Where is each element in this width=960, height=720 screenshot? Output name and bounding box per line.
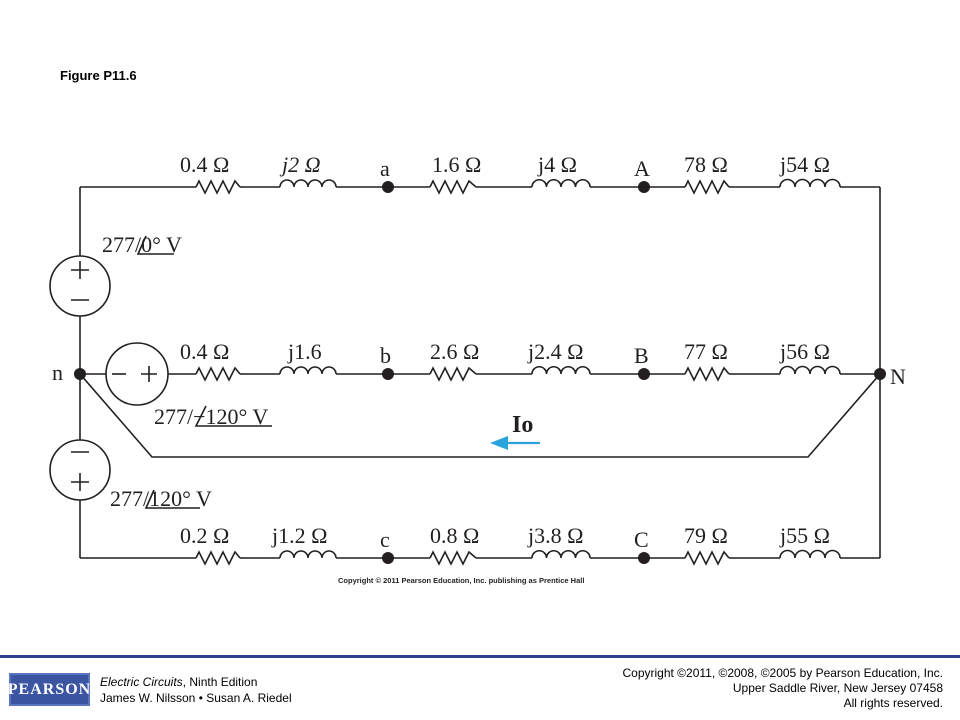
source-c-plus <box>71 473 89 491</box>
source-b-plus <box>141 366 157 382</box>
label-c-r1: 0.2 Ω <box>180 523 229 548</box>
inductor-c3 <box>779 549 841 559</box>
source-c-circle <box>49 439 111 501</box>
copyright-block: Copyright ©2011, ©2008, ©2005 by Pearson… <box>622 666 943 711</box>
label-a-l2: j4 Ω <box>537 152 577 177</box>
inductor-a2 <box>531 179 591 188</box>
node-a <box>382 181 394 193</box>
label-a-r2: 1.6 Ω <box>432 152 481 177</box>
source-b-circle <box>105 342 169 406</box>
label-b-r3: 77 Ω <box>684 339 728 364</box>
node-n <box>74 368 86 380</box>
resistor-b3 <box>684 366 730 382</box>
resistor-a1 <box>195 179 241 195</box>
angle-mark-b <box>194 405 272 427</box>
neutral-wire <box>79 373 881 458</box>
inductor-b3 <box>779 365 841 375</box>
footer-divider <box>0 655 960 658</box>
label-a-l1: j2 Ω <box>279 152 321 177</box>
current-arrow <box>490 436 540 450</box>
angle-mark-c <box>144 489 200 509</box>
label-node-A: A <box>634 156 650 181</box>
label-node-a: a <box>380 156 390 181</box>
resistor-b2 <box>429 366 477 382</box>
inductor-a1 <box>279 179 337 188</box>
inductor-b1 <box>279 366 337 375</box>
label-node-C: C <box>634 527 649 552</box>
node-b <box>382 368 394 380</box>
node-c <box>382 552 394 564</box>
label-b-l2: j2.4 Ω <box>527 339 583 364</box>
label-node-B: B <box>634 343 649 368</box>
resistor-a3 <box>684 179 730 195</box>
label-c-l2: j3.8 Ω <box>527 523 583 548</box>
resistor-a2 <box>429 179 477 195</box>
label-b-l3: j56 Ω <box>779 339 830 364</box>
source-a-plus <box>71 261 89 279</box>
book-edition: , Ninth Edition <box>182 675 258 689</box>
label-a-r1: 0.4 Ω <box>180 152 229 177</box>
copyright-line-2: Upper Saddle River, New Jersey 07458 <box>732 681 943 695</box>
label-b-l1: j1.6 <box>287 339 322 364</box>
copyright-line-1: Copyright ©2011, ©2008, ©2005 by Pearson… <box>622 666 943 680</box>
label-source-c: 277/120° V <box>110 486 212 511</box>
node-C <box>638 552 650 564</box>
inductor-a3 <box>779 178 841 188</box>
label-b-r2: 2.6 Ω <box>430 339 479 364</box>
inductor-b2 <box>531 366 591 375</box>
resistor-c1 <box>195 550 241 566</box>
label-c-r2: 0.8 Ω <box>430 523 479 548</box>
label-c-r3: 79 Ω <box>684 523 728 548</box>
label-a-r3: 78 Ω <box>684 152 728 177</box>
book-title: Electric Circuits <box>100 675 183 689</box>
label-node-b: b <box>380 343 391 368</box>
label-current: Io <box>512 412 533 438</box>
figure-title: Figure P11.6 <box>60 68 137 83</box>
label-source-a: 277/0° V <box>102 232 182 257</box>
circuit-diagram: 0.4 Ω j2 Ω a 1.6 Ω j4 Ω A 78 Ω j54 Ω 0.4… <box>49 152 906 585</box>
resistor-c3 <box>684 550 730 566</box>
figure-copyright: Copyright © 2011 Pearson Education, Inc.… <box>338 576 584 585</box>
label-b-r1: 0.4 Ω <box>180 339 229 364</box>
node-B <box>638 368 650 380</box>
book-authors: James W. Nilsson • Susan A. Riedel <box>100 691 292 705</box>
label-c-l1: j1.2 Ω <box>271 523 327 548</box>
resistor-b1 <box>195 366 241 382</box>
source-a-circle <box>49 255 111 317</box>
label-a-l3: j54 Ω <box>779 152 830 177</box>
inductor-c1 <box>279 550 337 559</box>
book-info: Electric Circuits, Ninth Edition James W… <box>100 674 292 706</box>
resistor-c2 <box>429 550 477 566</box>
pearson-logo: PEARSON <box>8 673 90 706</box>
node-A <box>638 181 650 193</box>
label-c-l3: j55 Ω <box>779 523 830 548</box>
copyright-line-3: All rights reserved. <box>843 696 943 710</box>
node-N <box>874 368 886 380</box>
label-node-N: N <box>890 364 906 389</box>
inductor-c2 <box>531 550 591 559</box>
label-node-n: n <box>52 360 63 385</box>
label-node-c: c <box>380 527 390 552</box>
label-source-b: 277/−120° V <box>154 404 268 429</box>
angle-mark-a <box>136 235 174 255</box>
